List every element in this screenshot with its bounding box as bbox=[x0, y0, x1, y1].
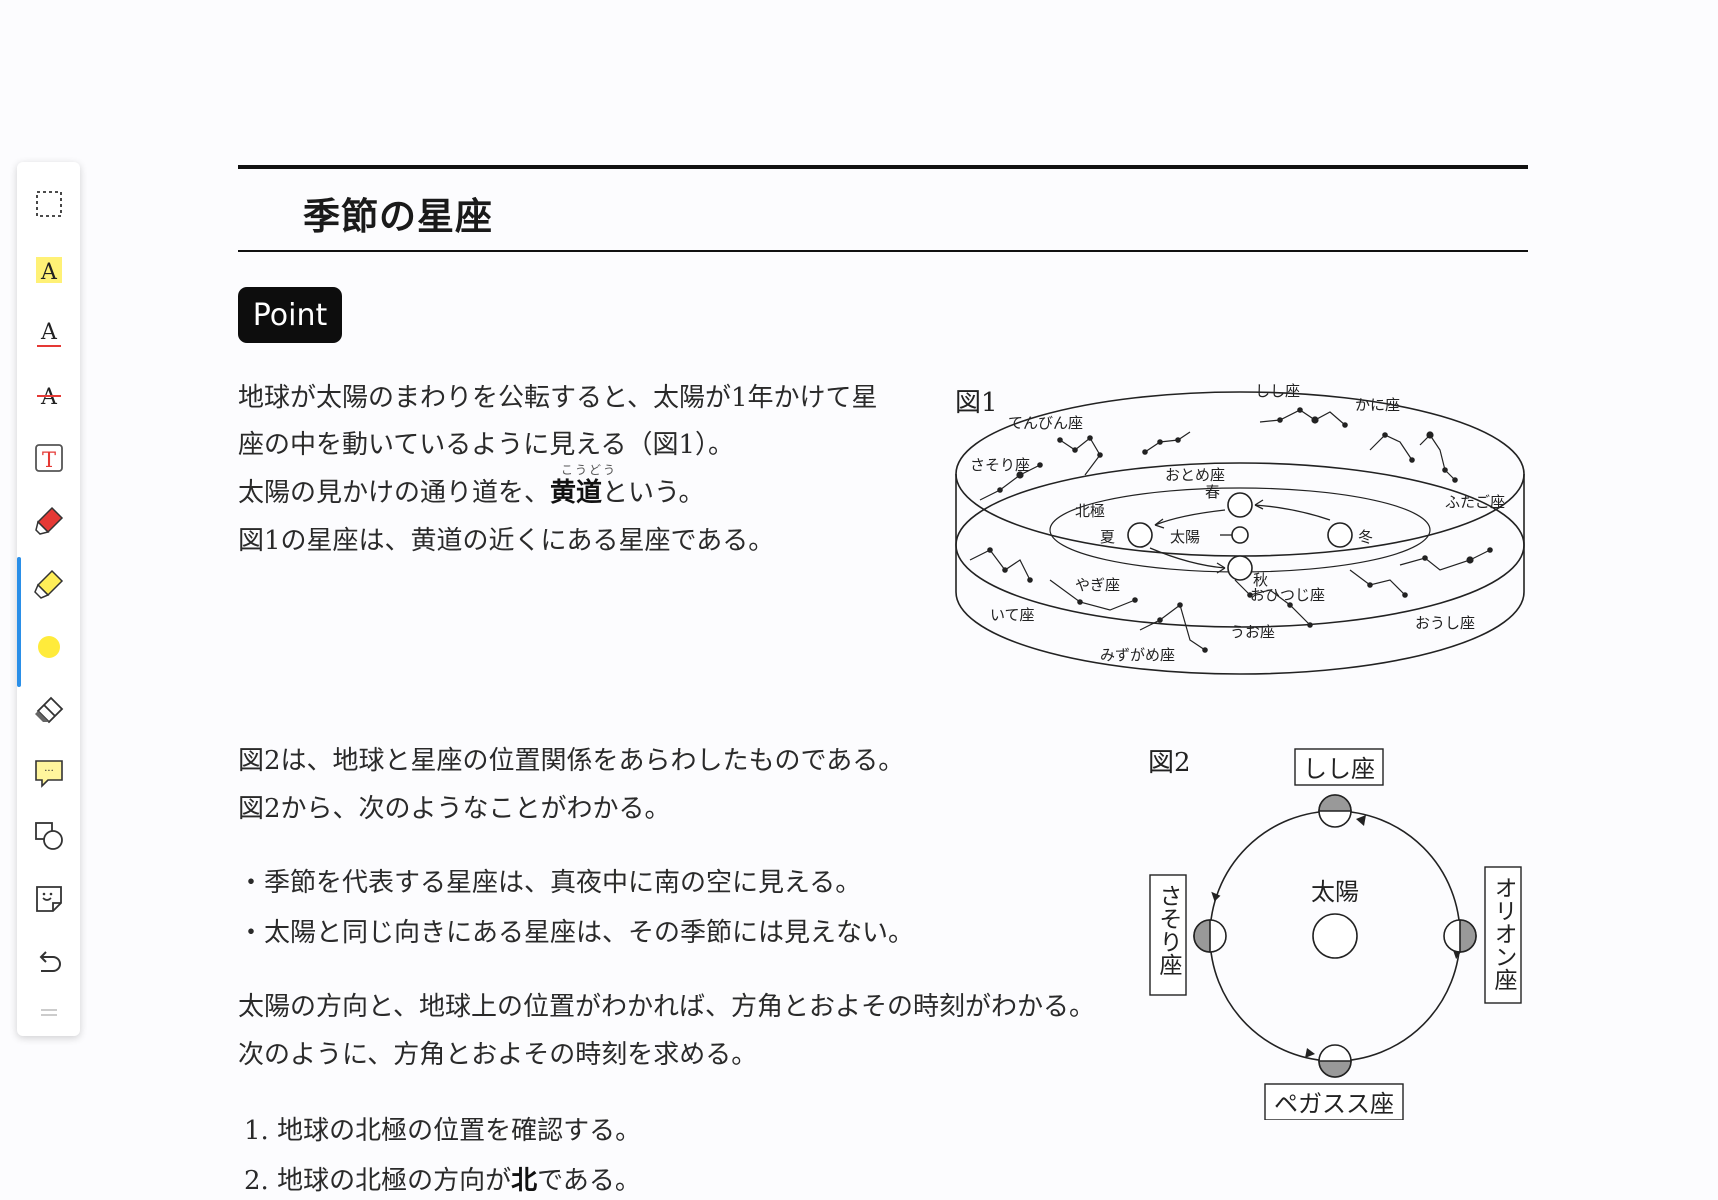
para1-line2: 座の中を動いているように見える（図1）。 bbox=[238, 430, 734, 460]
toolbar-drag-handle[interactable] bbox=[17, 998, 80, 1028]
step-1: 1. 地球の北極の位置を確認する。 bbox=[244, 1116, 642, 1146]
tenbin-label: てんびん座 bbox=[1008, 414, 1083, 432]
haru-label: 春 bbox=[1205, 483, 1220, 501]
svg-text:A: A bbox=[40, 260, 58, 285]
sun-label: 太陽 bbox=[1311, 878, 1359, 906]
strikethrough-text-button[interactable]: A bbox=[17, 367, 80, 423]
kodo-term: 黄道 bbox=[550, 478, 603, 508]
undo-icon bbox=[39, 951, 61, 972]
highlighter-pen-button[interactable] bbox=[17, 556, 80, 612]
aki-label: 秋 bbox=[1253, 571, 1268, 589]
otome-label: おとめ座 bbox=[1165, 466, 1225, 484]
bullet-1: ・季節を代表する星座は、真夜中に南の空に見える。 bbox=[238, 868, 862, 898]
sasori-box-label: さそり座 bbox=[1155, 884, 1183, 976]
para1-line1: 地球が太陽のまわりを公転すると、太陽が1年かけて星 bbox=[238, 383, 878, 413]
uo-label: うお座 bbox=[1230, 623, 1275, 641]
kodo-ruby: こうどう bbox=[561, 463, 618, 477]
svg-text:A: A bbox=[40, 385, 58, 410]
shishi-box-label: しし座 bbox=[1303, 755, 1375, 783]
figure2-label: 図2 bbox=[1148, 748, 1191, 778]
select-area-button[interactable] bbox=[17, 176, 80, 232]
orion-box-label: オリオン座 bbox=[1490, 876, 1518, 991]
ohitsuji-label: おひつじ座 bbox=[1250, 586, 1325, 604]
hokkyoku-label: 北極 bbox=[1075, 502, 1105, 520]
kani-label: かに座 bbox=[1355, 396, 1400, 414]
sasori-label: さそり座 bbox=[970, 456, 1030, 474]
page-title: 季節の星座 bbox=[303, 195, 493, 238]
step-2: 2. 地球の北極の方向が北である。 bbox=[244, 1160, 641, 1197]
figure2-orbit-diagram: 太陽 しし座 ペガスス座 さそり座 オリオン座 bbox=[1149, 748, 1522, 1120]
para1-line3: 太陽の見かけの通り道を、黄道という。 bbox=[238, 472, 704, 509]
natsu-label: 夏 bbox=[1100, 528, 1115, 546]
shishi-label: しし座 bbox=[1255, 382, 1300, 400]
svg-text:···: ··· bbox=[44, 766, 54, 777]
dashed-rectangle-icon bbox=[35, 191, 62, 217]
sticker-button[interactable] bbox=[17, 871, 80, 927]
sticker-icon bbox=[35, 886, 62, 912]
para3-line2: 次のように、方角とおよその時刻を求める。 bbox=[238, 1040, 758, 1070]
oushi-label: おうし座 bbox=[1415, 614, 1475, 632]
figure1-label: 図1 bbox=[955, 388, 998, 418]
eraser-button[interactable] bbox=[17, 682, 80, 738]
step-2-before: 2. 地球の北極の方向が bbox=[244, 1166, 512, 1196]
comment-button[interactable]: ··· bbox=[17, 745, 80, 801]
point-badge: Point bbox=[238, 287, 342, 343]
ite-label: いて座 bbox=[990, 606, 1035, 624]
annotation-toolbar: A A A T bbox=[17, 162, 80, 1036]
highlighter-icon bbox=[33, 569, 63, 599]
eraser-icon bbox=[34, 696, 63, 724]
pegasus-box-label: ペガスス座 bbox=[1274, 1090, 1394, 1118]
svg-text:T: T bbox=[41, 448, 55, 472]
para1-line4: 図1の星座は、黄道の近くにある星座である。 bbox=[238, 526, 775, 556]
text-box-icon: T bbox=[34, 444, 63, 472]
taiyo-label-fig1: 太陽 bbox=[1170, 528, 1200, 546]
para2-line2: 図2から、次のようなことがわかる。 bbox=[238, 794, 671, 824]
para1-line3-after: という。 bbox=[602, 478, 705, 508]
drag-handle-icon bbox=[40, 1009, 57, 1016]
marker-pen-button[interactable] bbox=[17, 493, 80, 549]
marker-pen-icon bbox=[34, 506, 63, 535]
active-tool-indicator bbox=[17, 557, 21, 687]
undo-button[interactable] bbox=[17, 934, 80, 990]
mizugame-label: みずがめ座 bbox=[1100, 646, 1175, 664]
highlight-text-button[interactable]: A bbox=[17, 242, 80, 298]
svg-text:A: A bbox=[40, 320, 58, 345]
para2-line1: 図2は、地球と星座の位置関係をあらわしたものである。 bbox=[238, 746, 905, 776]
comment-icon: ··· bbox=[34, 760, 63, 788]
fuyu-label: 冬 bbox=[1358, 528, 1373, 546]
shapes-button[interactable] bbox=[17, 808, 80, 864]
title-top-rule bbox=[238, 165, 1528, 169]
para3-line1: 太陽の方向と、地球上の位置がわかれば、方角とおよその時刻がわかる。 bbox=[238, 992, 1095, 1022]
text-box-button[interactable]: T bbox=[17, 430, 80, 486]
yellow-color-dot-icon bbox=[37, 636, 60, 658]
north-term: 北 bbox=[511, 1166, 538, 1196]
underline-a-icon: A bbox=[36, 320, 61, 347]
color-picker-button[interactable] bbox=[17, 619, 80, 675]
yagi-label: やぎ座 bbox=[1075, 576, 1120, 594]
futago-label: ふたご座 bbox=[1445, 493, 1505, 511]
para1-line3-before: 太陽の見かけの通り道を、 bbox=[238, 478, 551, 508]
highlight-a-icon: A bbox=[35, 257, 62, 285]
bullet-2: ・太陽と同じ向きにある星座は、その季節には見えない。 bbox=[238, 918, 915, 948]
title-bottom-rule bbox=[238, 250, 1528, 252]
underline-text-button[interactable]: A bbox=[17, 305, 80, 361]
figure1-ecliptic-diagram: てんびん座 しし座 かに座 さそり座 おとめ座 ふたご座 やぎ座 いて座 おひつ… bbox=[955, 382, 1525, 675]
step-2-after: である。 bbox=[537, 1166, 641, 1196]
shapes-icon bbox=[34, 822, 63, 850]
strikethrough-a-icon: A bbox=[36, 385, 61, 410]
